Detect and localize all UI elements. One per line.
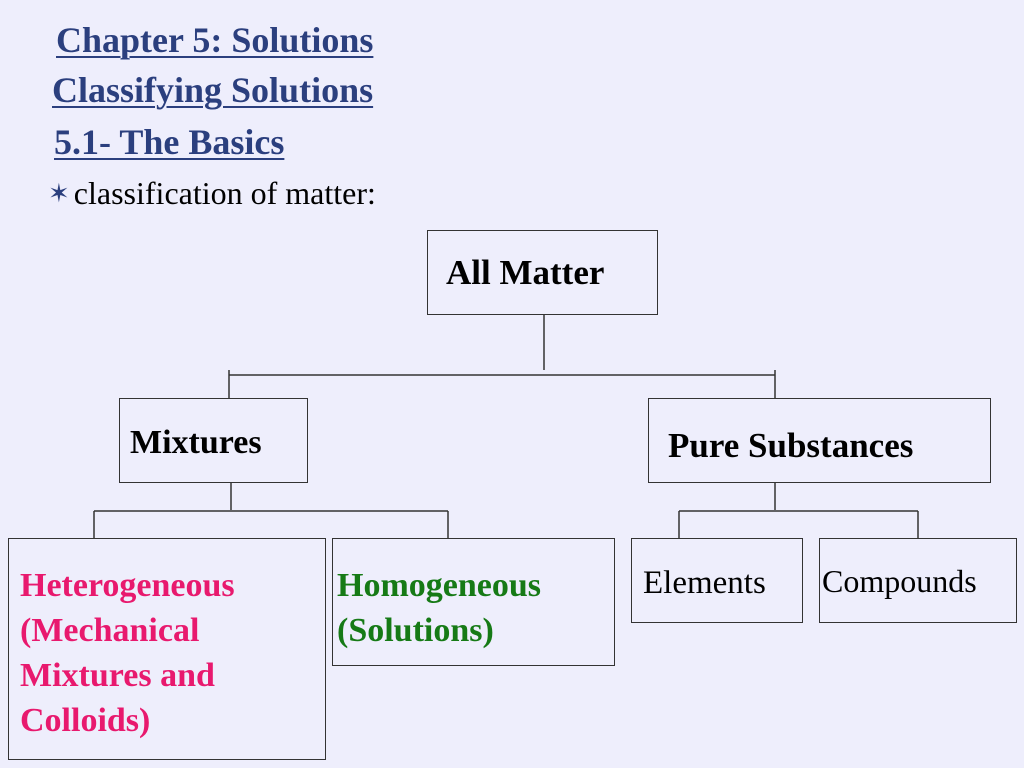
pure-substances-label: Pure Substances <box>668 426 914 465</box>
star-bullet-icon: ✶ <box>48 179 70 208</box>
heterogeneous-label: Heterogeneous (Mechanical Mixtures and C… <box>20 567 235 739</box>
mixtures-node: Mixtures <box>119 398 308 483</box>
bullet-item: ✶classification of matter: <box>48 174 376 213</box>
bullet-text: classification of matter: <box>73 175 376 211</box>
title-classifying: Classifying Solutions <box>52 70 374 110</box>
compounds-node: Compounds <box>819 538 1017 623</box>
pure-substances-node: Pure Substances <box>648 398 991 483</box>
title-chapter: Chapter 5: Solutions <box>56 20 374 60</box>
all-matter-node: All Matter <box>427 230 658 315</box>
all-matter-label: All Matter <box>446 253 605 292</box>
heterogeneous-node: Heterogeneous (Mechanical Mixtures and C… <box>8 538 326 760</box>
title-basics: 5.1- The Basics <box>54 122 285 162</box>
mixtures-label: Mixtures <box>130 424 262 461</box>
elements-label: Elements <box>643 565 766 601</box>
elements-node: Elements <box>631 538 803 623</box>
compounds-label: Compounds <box>822 563 977 599</box>
homogeneous-label: Homogeneous (Solutions) <box>337 567 541 649</box>
homogeneous-node: Homogeneous (Solutions) <box>332 538 615 666</box>
